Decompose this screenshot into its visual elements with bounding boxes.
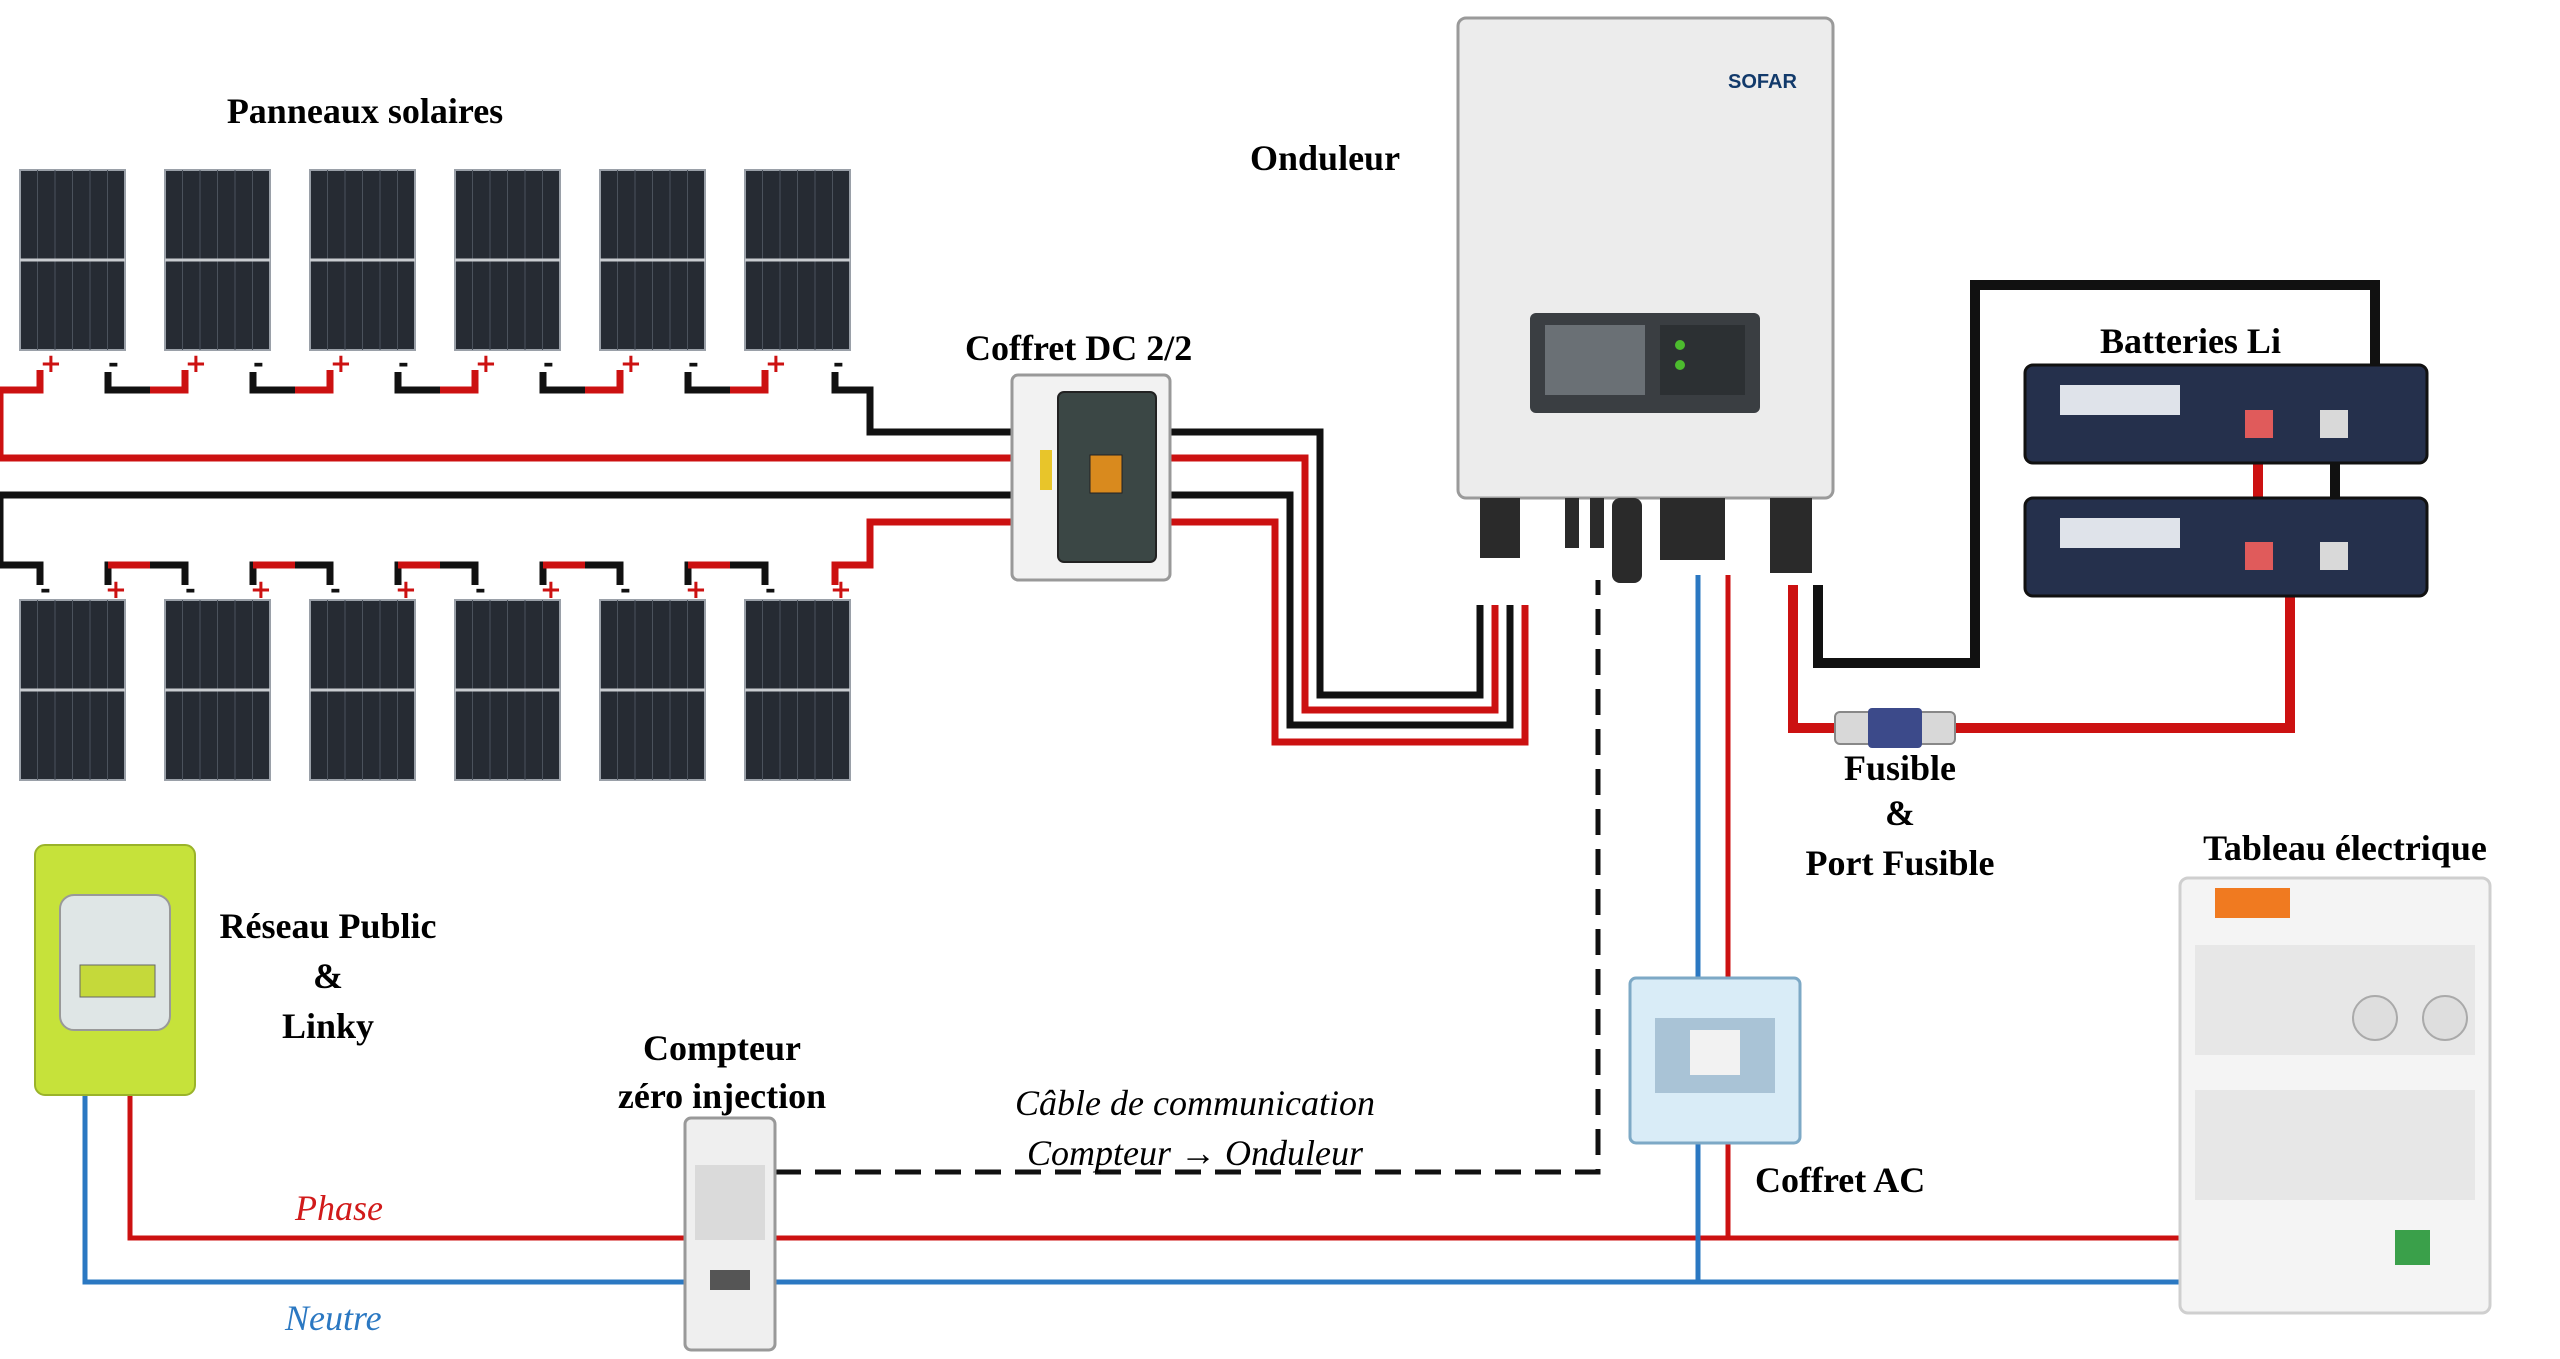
- grid-label-line2: &: [313, 956, 343, 996]
- fuse-label-line3: Port Fusible: [1806, 843, 1995, 883]
- top-jumper-wire: [295, 370, 334, 394]
- positive-terminal-sign: +: [185, 349, 207, 379]
- negative-terminal-sign: -: [688, 349, 699, 379]
- neutral-line: [82, 1095, 2185, 1285]
- battery-negative-cable: [1813, 280, 2380, 668]
- linky-meter: [34, 844, 196, 1096]
- top-string-positive: [0, 370, 1012, 462]
- battery-positive-cable: [1788, 585, 1835, 733]
- ac-wiring: [82, 575, 2185, 1285]
- phase-line: [127, 1095, 2185, 1241]
- phase-label: Phase: [294, 1188, 383, 1228]
- bottom-string-positive: [831, 518, 1012, 585]
- top-jumper-wire: [730, 370, 769, 394]
- negative-terminal-sign: -: [833, 349, 844, 379]
- zero-injection-meter: [683, 1116, 777, 1352]
- fuse-label-line1: Fusible: [1844, 748, 1956, 788]
- batteries: [2023, 363, 2429, 598]
- inverter-label: Onduleur: [1250, 138, 1400, 178]
- batteries-label: Batteries Li: [2100, 321, 2281, 361]
- battery-positive-cable: [1955, 555, 2295, 733]
- fuse: [1834, 708, 1956, 748]
- dc-box: [1010, 373, 1172, 582]
- grid-label-line3: Linky: [282, 1006, 374, 1046]
- dc-box-to-inverter-wiring: [1170, 428, 1529, 746]
- communication-cable: [775, 580, 1601, 1175]
- panels-label: Panneaux solaires: [227, 91, 503, 131]
- neutral-label: Neutre: [284, 1298, 382, 1338]
- top-jumper-wire: [585, 370, 624, 394]
- positive-terminal-sign: +: [330, 349, 352, 379]
- negative-terminal-sign: -: [620, 575, 631, 605]
- negative-terminal-sign: -: [475, 575, 486, 605]
- ac-box: [1628, 976, 1802, 1145]
- grid-label-line1: Réseau Public: [219, 906, 436, 946]
- positive-terminal-sign: +: [620, 349, 642, 379]
- top-string-negative: [831, 372, 1012, 436]
- panel-string-wiring: [0, 370, 1012, 585]
- fuse-label-line2: &: [1885, 793, 1915, 833]
- meter-label-line2: zéro injection: [618, 1076, 826, 1116]
- negative-terminal-sign: -: [253, 349, 264, 379]
- comm-cable-label-line1: Câble de communication: [1015, 1083, 1375, 1123]
- top-jumper-wire: [440, 370, 479, 394]
- inverter-brand: SOFAR: [1728, 71, 1797, 93]
- positive-terminal-sign: +: [40, 349, 62, 379]
- negative-terminal-sign: -: [185, 575, 196, 605]
- solar-panels-top-row: + - + - + - + - + - + -: [19, 169, 851, 379]
- negative-terminal-sign: -: [330, 575, 341, 605]
- bottom-string-negative: [0, 491, 1012, 585]
- positive-terminal-sign: +: [475, 349, 497, 379]
- dc-box-label: Coffret DC 2/2: [965, 328, 1192, 368]
- electrical-panel-board: [2178, 876, 2492, 1315]
- top-jumper-wire: [150, 370, 189, 394]
- comm-cable-label-line2: Compteur → Onduleur: [1027, 1133, 1364, 1173]
- meter-label-line1: Compteur: [643, 1028, 801, 1068]
- status-led: [1675, 360, 1685, 370]
- positive-terminal-sign: +: [765, 349, 787, 379]
- negative-terminal-sign: -: [543, 349, 554, 379]
- status-led: [1675, 340, 1685, 350]
- solar-panels-bottom-row: +-+-+-+-+-+-: [19, 575, 852, 781]
- ac-box-label: Coffret AC: [1755, 1160, 1925, 1200]
- inverter: SOFAR: [1456, 16, 1835, 583]
- negative-terminal-sign: -: [108, 349, 119, 379]
- panel-board-label: Tableau électrique: [2203, 828, 2487, 868]
- negative-terminal-sign: -: [765, 575, 776, 605]
- negative-terminal-sign: -: [40, 575, 51, 605]
- negative-terminal-sign: -: [398, 349, 409, 379]
